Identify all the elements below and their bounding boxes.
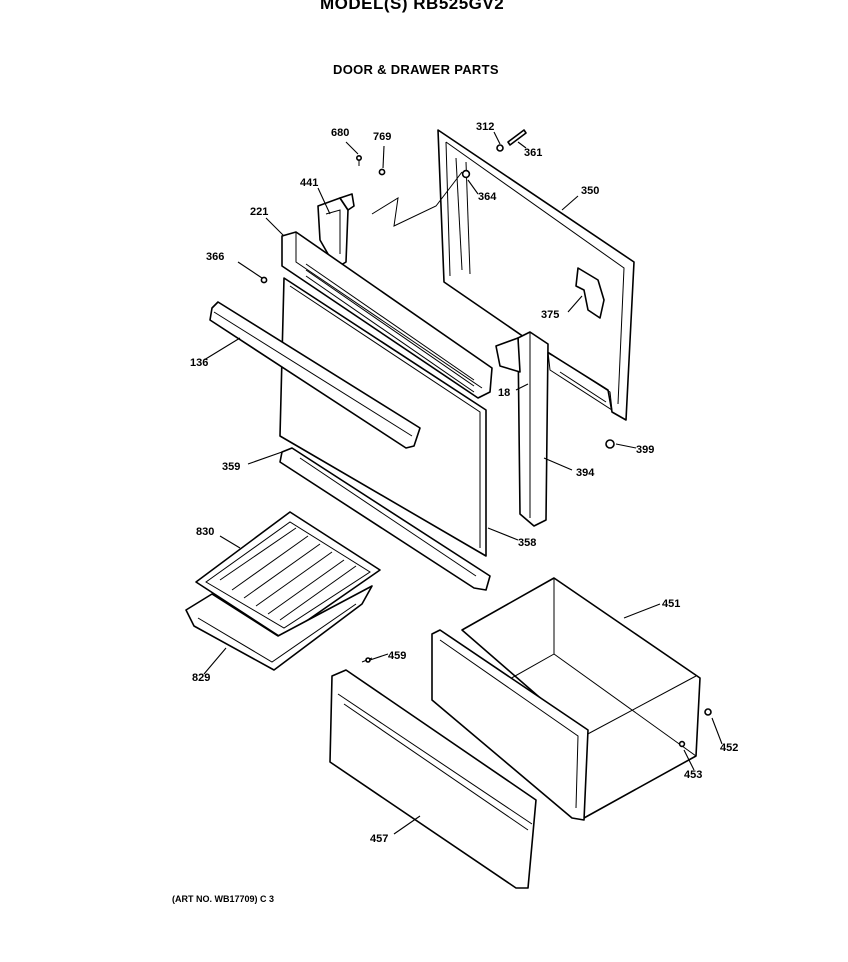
label-451: 451	[662, 598, 680, 610]
label-441: 441	[300, 177, 318, 189]
label-399: 399	[636, 444, 654, 456]
label-459: 459	[388, 650, 406, 662]
inner-door-panel	[371, 129, 635, 421]
screw-366	[260, 276, 268, 284]
label-453: 453	[684, 769, 702, 781]
label-312: 312	[476, 121, 494, 133]
label-350: 350	[581, 185, 599, 197]
door-bottom-rail	[279, 447, 491, 591]
pin-361	[507, 129, 527, 146]
label-829: 829	[192, 672, 210, 684]
section-title: DOOR & DRAWER PARTS	[333, 62, 499, 77]
door-top-trim	[281, 231, 493, 399]
label-359: 359	[222, 461, 240, 473]
label-457: 457	[370, 833, 388, 845]
label-221: 221	[250, 206, 268, 218]
label-769: 769	[373, 131, 391, 143]
screw-399	[605, 439, 615, 449]
screw-769	[378, 168, 386, 176]
screw-459	[361, 657, 373, 663]
label-830: 830	[196, 526, 214, 538]
label-364: 364	[478, 191, 497, 203]
label-375: 375	[541, 309, 559, 321]
label-366: 366	[206, 251, 224, 263]
label-452: 452	[720, 742, 738, 754]
model-title: MODEL(S) RB525GV2	[320, 0, 505, 13]
broiler-grid	[195, 511, 381, 639]
screw-453	[678, 740, 686, 748]
hinge-bracket-left	[317, 193, 355, 269]
screw-452	[704, 708, 712, 716]
label-394: 394	[576, 467, 595, 479]
label-680: 680	[331, 127, 349, 139]
label-18: 18	[498, 387, 510, 399]
drawer-front-outer	[329, 669, 537, 889]
screw-680	[355, 155, 362, 166]
door-handle	[209, 301, 421, 449]
broiler-pan	[185, 585, 373, 671]
label-136: 136	[190, 357, 208, 369]
screw-364	[461, 169, 471, 179]
screw-312	[496, 144, 504, 152]
label-358: 358	[518, 537, 536, 549]
drawer-front-inner	[431, 629, 589, 821]
door-side-channel	[495, 331, 549, 527]
label-361: 361	[524, 147, 542, 159]
leader-lines	[203, 131, 723, 835]
art-number: (ART NO. WB17709) C 3	[172, 894, 275, 904]
